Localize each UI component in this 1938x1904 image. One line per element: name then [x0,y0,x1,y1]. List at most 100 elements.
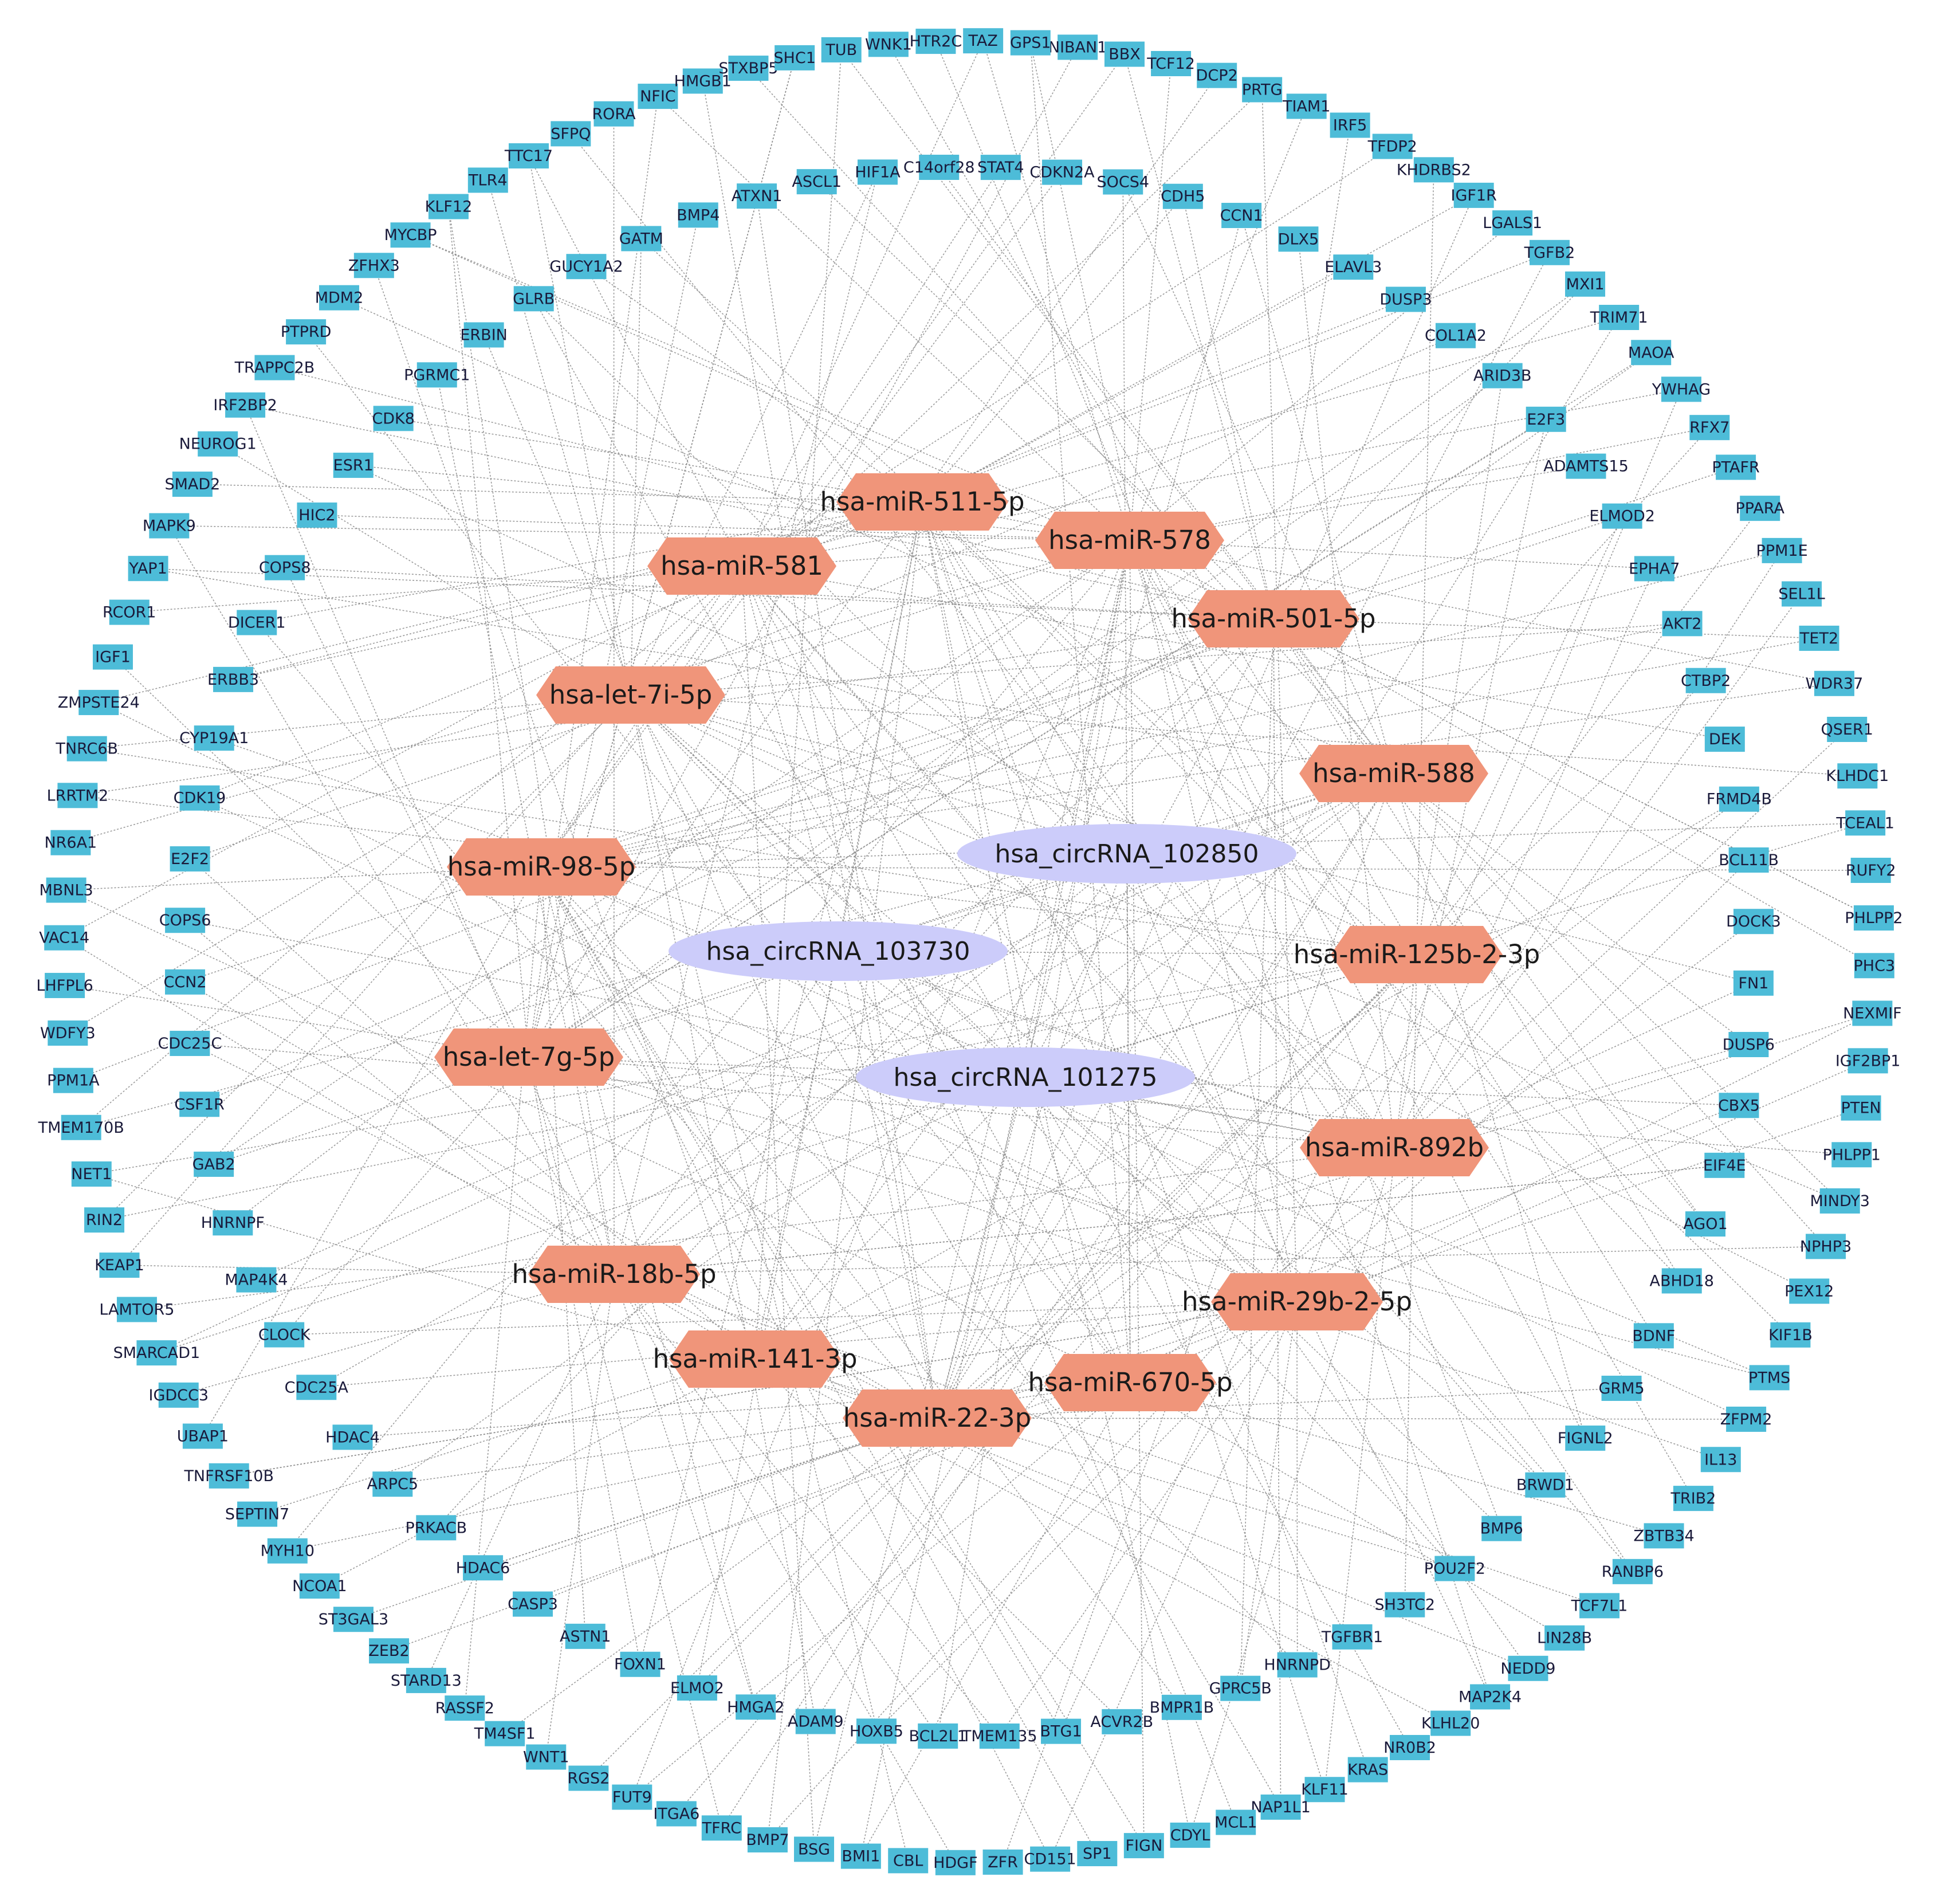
gene-node-cops6[interactable]: COPS6 [159,908,211,933]
gene-node-zmpste24[interactable]: ZMPSTE24 [58,690,140,716]
gene-node-ywhag[interactable]: YWHAG [1652,376,1711,402]
mirna-node-hsa-mir-98-5p[interactable]: hsa-miR-98-5p [447,838,636,896]
mirna-node-hsa-mir-670-5p[interactable]: hsa-miR-670-5p [1028,1354,1233,1411]
gene-node-eif4e[interactable]: EIF4E [1703,1152,1746,1178]
gene-node-prkacb[interactable]: PRKACB [405,1515,467,1541]
gene-node-rfx7[interactable]: RFX7 [1689,415,1730,441]
gene-node-acvr2b[interactable]: ACVR2B [1090,1709,1153,1734]
mirna-node-hsa-mir-511-5p[interactable]: hsa-miR-511-5p [820,473,1025,531]
gene-node-astn1[interactable]: ASTN1 [560,1623,611,1649]
gene-node-adam9[interactable]: ADAM9 [788,1709,844,1734]
gene-node-tnrc6b[interactable]: TNRC6B [55,736,118,761]
gene-node-net1[interactable]: NET1 [71,1161,112,1187]
gene-node-elavl3[interactable]: ELAVL3 [1324,254,1382,280]
gene-node-cdc25a[interactable]: CDC25A [285,1375,349,1400]
circrna-node-hsa-circrna-102850[interactable]: hsa_circRNA_102850 [957,824,1296,884]
gene-node-nedd9[interactable]: NEDD9 [1500,1655,1555,1681]
gene-node-ncoa1[interactable]: NCOA1 [292,1573,347,1599]
gene-node-tet2[interactable]: TET2 [1799,625,1839,651]
gene-node-csf1r[interactable]: CSF1R [174,1092,225,1117]
gene-node-gps1[interactable]: GPS1 [1010,30,1051,56]
mirna-node-hsa-mir-578[interactable]: hsa-miR-578 [1035,512,1224,569]
gene-node-cdh5[interactable]: CDH5 [1161,183,1205,209]
gene-node-e2f2[interactable]: E2F2 [170,846,210,871]
gene-node-tfdp2[interactable]: TFDP2 [1367,134,1417,159]
gene-node-zfhx3[interactable]: ZFHX3 [348,253,400,278]
gene-node-pgrmc1[interactable]: PGRMC1 [404,362,470,388]
gene-node-ppara[interactable]: PPARA [1736,496,1785,521]
gene-node-hdgf[interactable]: HDGF [933,1850,978,1875]
gene-node-trim71[interactable]: TRIM71 [1590,305,1648,331]
gene-node-sel1l[interactable]: SEL1L [1778,581,1825,607]
gene-node-kras[interactable]: KRAS [1347,1757,1388,1783]
gene-node-mbnl3[interactable]: MBNL3 [39,877,93,903]
gene-node-kif1b[interactable]: KIF1B [1768,1322,1813,1348]
gene-node-lgals1[interactable]: LGALS1 [1483,210,1542,236]
gene-node-sh3tc2[interactable]: SH3TC2 [1375,1592,1436,1618]
gene-node-ptafr[interactable]: PTAFR [1712,454,1760,480]
gene-node-zfpm2[interactable]: ZFPM2 [1720,1406,1772,1432]
gene-node-cdyl[interactable]: CDYL [1170,1822,1210,1848]
gene-node-ptms[interactable]: PTMS [1748,1365,1790,1391]
gene-node-cyp19a1[interactable]: CYP19A1 [179,725,249,751]
gene-node-stard13[interactable]: STARD13 [391,1667,462,1693]
gene-node-mcl1[interactable]: MCL1 [1214,1809,1257,1835]
gene-node-cdk19[interactable]: CDK19 [174,785,226,811]
gene-node-abhd18[interactable]: ABHD18 [1650,1268,1714,1294]
gene-node-hnrnpf[interactable]: HNRNPF [201,1210,265,1236]
gene-node-bcl2l1[interactable]: BCL2L1 [909,1723,967,1749]
gene-node-myh10[interactable]: MYH10 [261,1538,315,1564]
gene-node-phlpp1[interactable]: PHLPP1 [1823,1142,1881,1168]
gene-node-igf2bp1[interactable]: IGF2BP1 [1835,1048,1901,1074]
mirna-node-hsa-mir-892b[interactable]: hsa-miR-892b [1300,1119,1489,1176]
gene-node-hmga2[interactable]: HMGA2 [727,1694,784,1720]
gene-node-gatm[interactable]: GATM [619,226,663,252]
gene-node-bsg[interactable]: BSG [794,1836,835,1862]
gene-node-pou2f2[interactable]: POU2F2 [1424,1556,1485,1581]
gene-node-dusp6[interactable]: DUSP6 [1723,1032,1775,1058]
gene-node-zbtb34[interactable]: ZBTB34 [1633,1523,1695,1549]
gene-node-smarcad1[interactable]: SMARCAD1 [113,1340,201,1366]
gene-node-igdcc3[interactable]: IGDCC3 [148,1382,209,1408]
gene-node-bmp7[interactable]: BMP7 [746,1827,789,1853]
gene-node-e2f3[interactable]: E2F3 [1526,406,1566,432]
gene-node-bdnf[interactable]: BDNF [1632,1323,1675,1349]
circrna-node-hsa-circrna-103730[interactable]: hsa_circRNA_103730 [669,921,1008,981]
gene-node-prtg[interactable]: PRTG [1242,77,1283,103]
gene-node-mdm2[interactable]: MDM2 [315,285,364,311]
gene-node-zeb2[interactable]: ZEB2 [368,1638,410,1664]
gene-node-dcp2[interactable]: DCP2 [1196,62,1238,88]
gene-node-dicer1[interactable]: DICER1 [228,610,286,635]
gene-node-rgs2[interactable]: RGS2 [567,1765,610,1791]
gene-node-stxbp5[interactable]: STXBP5 [718,56,778,81]
gene-node-hic2[interactable]: HIC2 [297,503,337,528]
gene-node-tfrc[interactable]: TFRC [702,1815,742,1841]
gene-node-hnrnpd[interactable]: HNRNPD [1264,1652,1331,1678]
gene-node-wnt1[interactable]: WNT1 [523,1744,569,1770]
gene-node-hmgb1[interactable]: HMGB1 [674,68,732,94]
gene-node-wnk1[interactable]: WNK1 [865,32,912,57]
gene-node-bmp6[interactable]: BMP6 [1480,1516,1523,1541]
gene-node-gab2[interactable]: GAB2 [192,1151,235,1177]
gene-node-vac14[interactable]: VAC14 [39,925,89,951]
gene-node-trappc2b[interactable]: TRAPPC2B [234,355,315,380]
gene-node-klf12[interactable]: KLF12 [425,194,473,219]
gene-node-elmo2[interactable]: ELMO2 [670,1675,724,1701]
gene-node-bmp4[interactable]: BMP4 [677,202,720,228]
gene-node-tiam1[interactable]: TIAM1 [1282,93,1330,119]
gene-node-dlx5[interactable]: DLX5 [1278,226,1319,252]
gene-node-rassf2[interactable]: RASSF2 [435,1695,494,1721]
gene-node-trib2[interactable]: TRIB2 [1670,1486,1716,1512]
gene-node-igf1[interactable]: IGF1 [92,644,133,670]
gene-node-cdc25c[interactable]: CDC25C [158,1031,222,1057]
gene-node-ppm1a[interactable]: PPM1A [47,1067,100,1093]
gene-node-atxn1[interactable]: ATXN1 [732,183,783,209]
gene-node-cbl[interactable]: CBL [888,1848,929,1874]
gene-node-epha7[interactable]: EPHA7 [1629,556,1680,582]
gene-node-bmi1[interactable]: BMI1 [840,1843,881,1869]
gene-node-wdr37[interactable]: WDR37 [1806,670,1864,696]
gene-node-st3gal3[interactable]: ST3GAL3 [319,1607,388,1632]
gene-node-grm5[interactable]: GRM5 [1598,1375,1645,1401]
gene-node-col1a2[interactable]: COL1A2 [1425,323,1487,348]
gene-node-nphp3[interactable]: NPHP3 [1800,1234,1851,1259]
